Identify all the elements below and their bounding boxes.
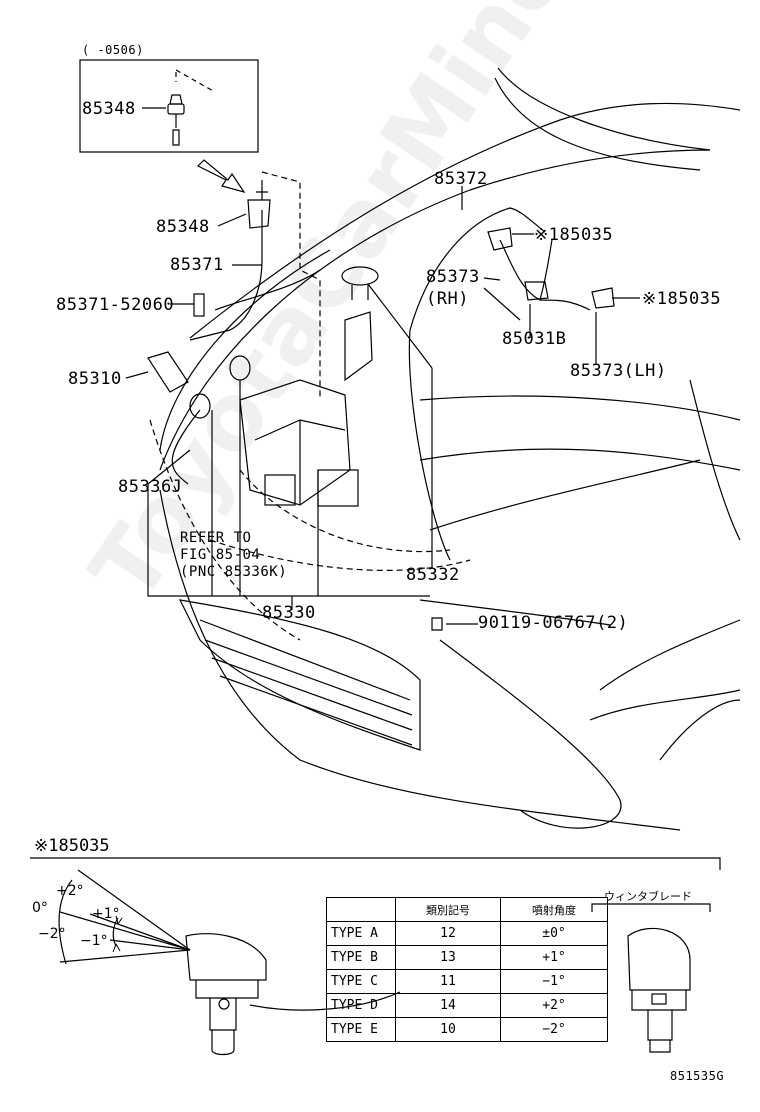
type-code-cell: 12 [395, 921, 501, 946]
table-row: TYPE A 12 ±0° [326, 921, 608, 946]
type-code-cell: 13 [395, 945, 501, 970]
inset-box [79, 59, 259, 153]
rh-label: (RH) [426, 289, 469, 309]
type-angle-cell: ±0° [500, 921, 608, 946]
part-label-85310: 85310 [68, 369, 122, 389]
type-code-cell: 14 [395, 993, 501, 1018]
table-row: TYPE D 14 +2° [326, 993, 608, 1018]
wiper-blade-caption: ウィンタブレード [604, 890, 692, 903]
part-label-85373-lh: 85373(LH) [570, 361, 667, 381]
type-angle-cell: +1° [500, 945, 608, 970]
filler-neck [344, 311, 373, 382]
part-label-85372: 85372 [434, 169, 488, 189]
type-angle-cell: +2° [500, 993, 608, 1018]
date-range-label: ( -0506) [82, 43, 144, 57]
part-label-85330: 85330 [262, 603, 316, 623]
table-row: TYPE C 11 −1° [326, 969, 608, 994]
hose-85372 [409, 207, 546, 331]
type-angle-cell: −2° [500, 1017, 608, 1042]
bolt [431, 617, 443, 631]
type-name-cell: TYPE E [326, 1017, 396, 1042]
nozzle-rh [487, 227, 513, 251]
nozzle-lh [591, 287, 615, 309]
part-label-85348-inset: 85348 [82, 99, 136, 119]
type-name-cell: TYPE B [326, 945, 396, 970]
table-header-cell [326, 897, 396, 922]
type-angle-cell: −1° [500, 969, 608, 994]
hood-and-body-outline [30, 59, 741, 870]
section-bracket [30, 857, 721, 870]
inset-connector [169, 94, 183, 105]
table-row: TYPE B 13 +1° [326, 945, 608, 970]
part-label-85035-a: ※185035 [534, 225, 614, 245]
angle-minus1-label: −1° [80, 933, 108, 949]
angle-plus2-label: +2° [56, 883, 84, 899]
type-name-cell: TYPE D [326, 993, 396, 1018]
inset-dashed [175, 69, 216, 93]
part-label-85348: 85348 [156, 217, 210, 237]
direction-arrow [196, 159, 246, 194]
type-code-cell: 10 [395, 1017, 501, 1042]
type-name-cell: TYPE C [326, 969, 396, 994]
angle-arrows [112, 915, 123, 953]
part-label-85031b: 85031B [502, 329, 567, 349]
type-name-cell: TYPE A [326, 921, 396, 946]
part-label-85336j: 85336J [118, 477, 183, 497]
washer-pump [147, 351, 189, 393]
part-label-90119: 90119-06767(2) [478, 613, 629, 633]
part-label-85371-52060: 85371-52060 [56, 295, 175, 315]
refer-note: REFER TO FIG 85-04 (PNC 85336K) [180, 530, 288, 580]
hood-edge [189, 102, 741, 339]
refer-bracket [147, 484, 430, 597]
angle-minus2-label: −2° [38, 926, 66, 942]
table-header-row: 類別記号 噴射角度 [326, 897, 608, 922]
angle-arc-outer [58, 879, 73, 965]
section-title: ※185035 [34, 836, 110, 856]
nozzle-body [185, 933, 267, 981]
wiper-bracket [591, 903, 711, 912]
part-label-85035-b: ※185035 [642, 289, 722, 309]
part-label-85371: 85371 [170, 255, 224, 275]
table-row: TYPE E 10 −2° [326, 1017, 608, 1042]
wiper-nozzle [627, 927, 691, 991]
table-header-cell: 噴射角度 [500, 897, 608, 922]
part-label-85373-rh: 85373 [426, 267, 480, 287]
nozzle-type-table: 類別記号 噴射角度 TYPE A 12 ±0° TYPE B 13 +1° TY… [326, 897, 608, 1042]
figure-code: 851535G [670, 1069, 725, 1083]
angle-plus1-label: +1° [92, 906, 120, 922]
table-header-cell: 類別記号 [395, 897, 501, 922]
grille-outline [178, 599, 421, 751]
angle-zero-label: 0° [32, 900, 48, 916]
tank-cap [341, 266, 379, 286]
type-code-cell: 11 [395, 969, 501, 994]
part-label-85332: 85332 [406, 565, 460, 585]
hose-85371 [189, 210, 263, 341]
